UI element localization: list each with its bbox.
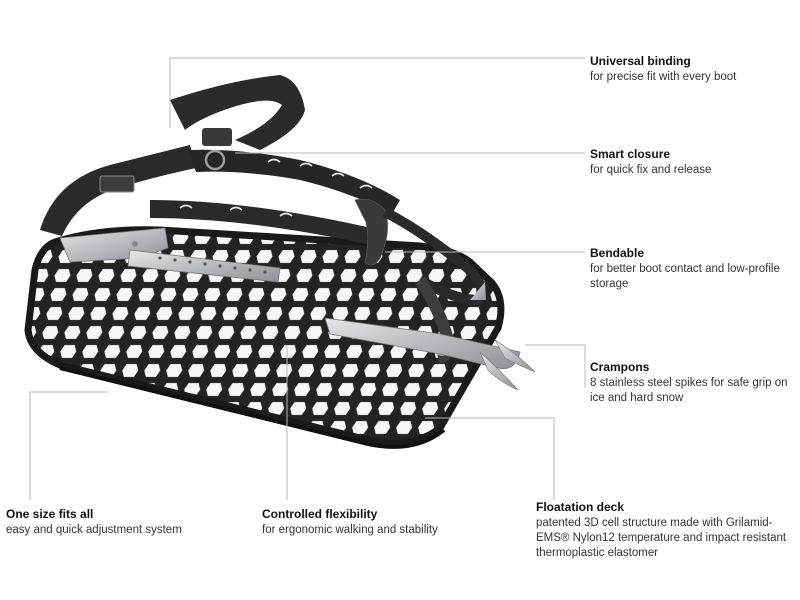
callout-bendable: Bendable for better boot contact and low… <box>590 246 795 292</box>
crampons <box>324 282 536 391</box>
callout-universal-binding: Universal binding for precise fit with e… <box>590 54 795 85</box>
callout-title: One size fits all <box>6 507 94 521</box>
callout-title: Smart closure <box>590 147 671 161</box>
callout-desc: 8 stainless steel spikes for safe grip o… <box>590 377 788 404</box>
callout-title: Universal binding <box>590 54 691 68</box>
callout-desc: easy and quick adjustment system <box>6 524 182 536</box>
ring-buckle <box>202 128 232 171</box>
callout-desc: for better boot contact and low-profile … <box>590 263 780 290</box>
callout-title: Bendable <box>590 246 645 260</box>
callout-desc: patented 3D cell structure made with Gri… <box>536 517 787 559</box>
callout-desc: for precise fit with every boot <box>590 71 737 83</box>
callout-one-size: One size fits all easy and quick adjustm… <box>6 507 226 538</box>
cross-strap <box>150 200 380 246</box>
callout-title: Controlled flexibility <box>262 507 378 521</box>
callout-controlled-flexibility: Controlled flexibility for ergonomic wal… <box>262 507 492 538</box>
leader-lines <box>29 57 586 500</box>
callout-desc: for ergonomic walking and stability <box>262 524 438 536</box>
callout-smart-closure: Smart closure for quick fix and release <box>590 147 795 178</box>
callout-crampons: Crampons 8 stainless steel spikes for sa… <box>590 360 795 406</box>
rear-strap <box>40 75 400 236</box>
side-buckle <box>99 175 135 193</box>
callout-floatation-deck: Floatation deck patented 3D cell structu… <box>536 500 798 561</box>
adjustment-plate <box>59 227 281 283</box>
callout-desc: for quick fix and release <box>590 164 712 176</box>
callout-title: Crampons <box>590 360 650 374</box>
callout-title: Floatation deck <box>536 500 625 514</box>
